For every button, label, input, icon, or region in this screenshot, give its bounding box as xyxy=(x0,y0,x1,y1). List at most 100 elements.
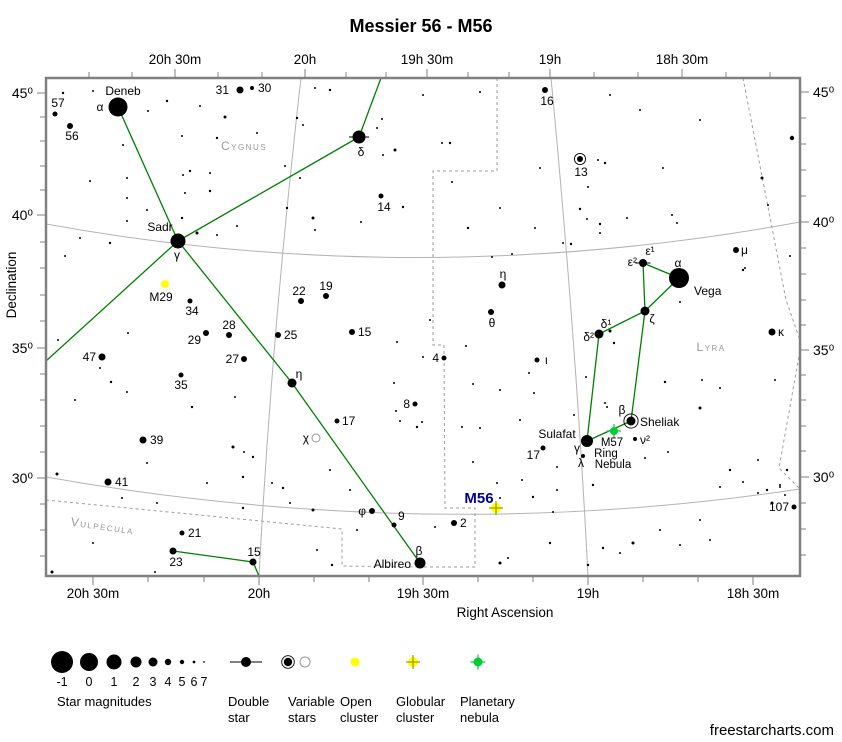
legend-double-star-symbol xyxy=(241,657,251,667)
star-label: 8 xyxy=(403,397,410,411)
field-star xyxy=(251,455,255,459)
field-star xyxy=(679,301,681,303)
field-star xyxy=(760,176,764,180)
legend-magnitude-circle xyxy=(51,651,73,673)
field-star xyxy=(556,466,558,468)
field-star xyxy=(667,451,669,453)
star-label: β xyxy=(619,403,626,417)
named-star xyxy=(249,558,257,566)
named-star xyxy=(626,416,636,426)
constellation-line xyxy=(291,382,421,564)
field-star xyxy=(586,563,590,567)
field-star xyxy=(281,486,285,490)
named-star xyxy=(241,356,247,362)
field-star xyxy=(422,356,424,358)
ra-tick-label-bottom: 19h 30m xyxy=(397,586,450,601)
dec-tick-label-right: 35⁰ xyxy=(813,342,835,358)
dso-label: M57 xyxy=(601,437,623,449)
field-star xyxy=(184,192,186,194)
field-star xyxy=(256,132,258,134)
field-star xyxy=(165,99,169,103)
field-star xyxy=(154,571,156,573)
star-label: 14 xyxy=(377,200,391,214)
named-star xyxy=(414,557,426,569)
legend-variable-star-symbol xyxy=(283,657,293,667)
constellation-line xyxy=(598,310,646,335)
field-star xyxy=(55,472,59,476)
field-star xyxy=(472,461,474,463)
field-star xyxy=(302,124,304,126)
star-label: χ xyxy=(303,431,310,445)
constellation-name-label: Vulpecula xyxy=(70,515,135,538)
field-star xyxy=(479,91,481,93)
star-label: δ¹ xyxy=(601,317,612,331)
star-label: β xyxy=(416,544,423,558)
dec-tick-label-right: 40⁰ xyxy=(813,214,835,230)
field-star xyxy=(356,529,358,531)
field-star xyxy=(422,94,424,96)
star-label: 15 xyxy=(247,545,261,559)
star-label: 19 xyxy=(319,279,333,293)
field-star xyxy=(539,167,541,169)
field-star xyxy=(719,387,721,389)
field-star xyxy=(744,267,746,269)
field-star xyxy=(785,468,789,472)
field-star xyxy=(552,511,554,513)
legend-magnitude-circle xyxy=(130,656,142,668)
ra-tick-label-bottom: 19h xyxy=(577,586,600,601)
ra-tick-label-bottom: 20h xyxy=(248,586,271,601)
field-star xyxy=(74,399,76,401)
star-label: κ xyxy=(778,325,785,339)
legend-magnitude-circle xyxy=(164,658,172,666)
legend-magnitude-circle xyxy=(192,660,196,664)
legend-item-label: Planetary xyxy=(460,694,515,709)
field-star xyxy=(314,87,316,89)
named-star xyxy=(187,298,193,304)
field-star xyxy=(399,420,401,422)
field-star xyxy=(215,136,219,140)
named-star xyxy=(323,293,329,299)
named-star xyxy=(540,445,546,451)
named-star xyxy=(733,247,739,253)
star-label: 107 xyxy=(769,500,789,514)
constellation-boundary-line xyxy=(742,78,800,342)
dec-tick-label-left: 30⁰ xyxy=(12,470,34,486)
legend-magnitude-number: -1 xyxy=(56,675,67,689)
field-star xyxy=(393,148,397,152)
field-star xyxy=(188,169,192,173)
constellation-line xyxy=(177,240,293,384)
star-label: 15 xyxy=(358,325,372,339)
legend-item-label: nebula xyxy=(460,710,500,725)
field-star xyxy=(156,502,158,504)
planetary-nebula-symbol xyxy=(610,427,618,435)
star-label: α xyxy=(675,256,682,270)
named-star xyxy=(378,193,384,199)
ra-tick-label-top: 20h xyxy=(294,52,317,67)
legend-magnitude-circle xyxy=(203,661,205,663)
field-star xyxy=(573,414,575,416)
star-label: 27 xyxy=(226,352,240,366)
legend-magnitude-number: 6 xyxy=(191,675,198,689)
legend-magnitude-number: 5 xyxy=(179,675,186,689)
field-star xyxy=(415,425,419,429)
star-label: η xyxy=(500,267,507,281)
field-star xyxy=(434,526,436,528)
field-star xyxy=(774,379,776,381)
field-star xyxy=(466,226,470,230)
field-star xyxy=(209,172,211,174)
constellation-name-label: Lyra xyxy=(696,340,725,354)
field-star xyxy=(121,497,123,499)
named-star xyxy=(391,522,397,528)
field-star xyxy=(742,481,744,483)
field-star xyxy=(639,109,641,111)
field-star xyxy=(285,206,289,210)
field-star xyxy=(429,319,431,321)
field-star xyxy=(241,506,245,510)
field-star xyxy=(784,494,786,496)
field-star xyxy=(330,563,334,567)
named-star xyxy=(275,332,281,338)
field-star xyxy=(182,174,184,176)
field-star xyxy=(789,135,795,141)
field-star xyxy=(556,489,558,491)
